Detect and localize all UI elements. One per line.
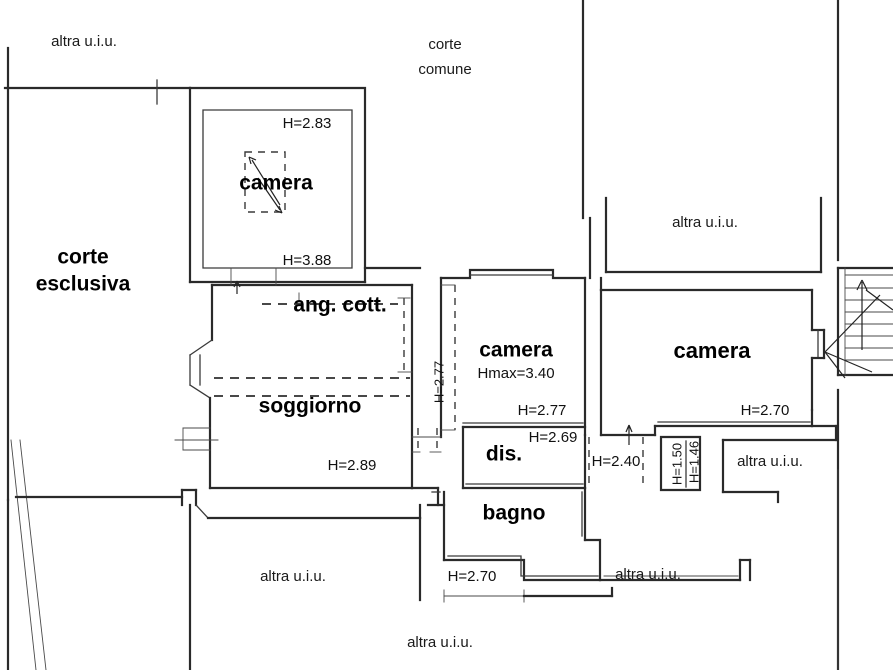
room-label-ang-cott: ang. cott. <box>293 294 386 317</box>
soggiorno-left-splay-upper <box>189 339 213 356</box>
label-altra-uiu-top-left: altra u.i.u. <box>51 33 117 50</box>
staircase-icon <box>824 266 893 379</box>
label-corte-esclusiva-line1: corte <box>57 246 108 269</box>
room-label-camera-right: camera <box>673 338 751 363</box>
room-camera-center: H=2.77 camera Hmax=3.40 H=2.77 <box>431 268 587 439</box>
bagno-bottom-inner-line <box>447 555 599 577</box>
label-altra-uiu-top-right: altra u.i.u. <box>672 214 738 231</box>
skylight-arrow-head-1 <box>248 156 257 165</box>
stair-break-line-2 <box>824 351 873 373</box>
stair-break-line-4 <box>865 289 893 311</box>
height-label-camera-center-hmax: Hmax=3.40 <box>477 365 554 382</box>
room-bagno: bagno H=2.70 <box>442 486 602 603</box>
stair-direction-arrowhead <box>856 279 868 291</box>
room-dis: dis. H=2.69 <box>411 425 587 490</box>
camera-top-inner-wall <box>202 109 353 269</box>
room-label-camera-top: camera <box>239 172 313 195</box>
closet-door-arrow <box>625 424 633 445</box>
room-label-bagno: bagno <box>483 502 546 525</box>
height-label-camera-right: H=2.70 <box>741 402 790 419</box>
height-label-dis-right: H=2.40 <box>592 453 641 470</box>
skylight-arrow-1 <box>251 159 281 206</box>
height-label-bagno: H=2.70 <box>448 568 497 585</box>
stair-break-line-3 <box>824 351 846 379</box>
skylight-arrow-2 <box>257 177 281 211</box>
camera-center-top-wall <box>439 268 587 280</box>
bagno-right-step <box>583 538 602 582</box>
label-altra-uiu-bottom: altra u.i.u. <box>407 634 473 651</box>
closet-box <box>659 435 702 492</box>
label-corte-comune-line1: corte <box>428 36 461 53</box>
room-label-camera-center: camera <box>479 339 553 362</box>
skylight-icon <box>244 151 286 213</box>
height-label-soggiorno: H=2.89 <box>328 457 377 474</box>
height-label-closet-right: H=1.46 <box>686 441 701 483</box>
property-line-slant-outer <box>10 439 37 670</box>
property-line-slant-inner <box>19 439 47 670</box>
height-label-camera-top-lower: H=3.88 <box>283 252 332 269</box>
label-altra-uiu-right-mid: altra u.i.u. <box>737 453 803 470</box>
label-altra-uiu-bottom-center: altra u.i.u. <box>615 566 681 583</box>
stair-break-line-1 <box>824 294 881 353</box>
soggiorno-door-arrow <box>233 280 241 294</box>
room-label-dis: dis. <box>486 443 522 466</box>
label-corte-comune-line2: comune <box>418 61 471 78</box>
room-camera-right: camera H=2.70 <box>599 276 826 437</box>
bagno-bottom-wall <box>442 558 602 582</box>
skylight-arrow-head-2 <box>274 205 283 214</box>
room-camera-top: camera H=2.83 H=3.88 <box>188 86 422 284</box>
height-label-camera-top-upper: H=2.83 <box>283 115 332 132</box>
lower-left-splay <box>195 504 209 519</box>
height-label-camera-center-vertical: H=2.77 <box>431 361 446 403</box>
lower-walls <box>180 424 838 602</box>
soggiorno-left-splay-lower <box>189 384 211 399</box>
boundary-lines <box>3 0 840 670</box>
height-label-camera-center-lower: H=2.77 <box>518 402 567 419</box>
exterior-text-labels: altra u.i.u. corte comune altra u.i.u. c… <box>36 33 803 651</box>
height-label-closet-left: H=1.50 <box>669 443 684 485</box>
label-altra-uiu-bottom-left: altra u.i.u. <box>260 568 326 585</box>
height-label-dis-upper: H=2.69 <box>529 429 578 446</box>
closet-group: H=2.40 H=1.50 H=1.46 <box>588 424 702 492</box>
room-soggiorno: soggiorno ang. cott. H=2.89 <box>174 267 414 490</box>
room-label-soggiorno: soggiorno <box>259 395 362 418</box>
label-corte-esclusiva-line2: esclusiva <box>36 273 131 296</box>
camera-top-outer-wall <box>188 86 367 284</box>
